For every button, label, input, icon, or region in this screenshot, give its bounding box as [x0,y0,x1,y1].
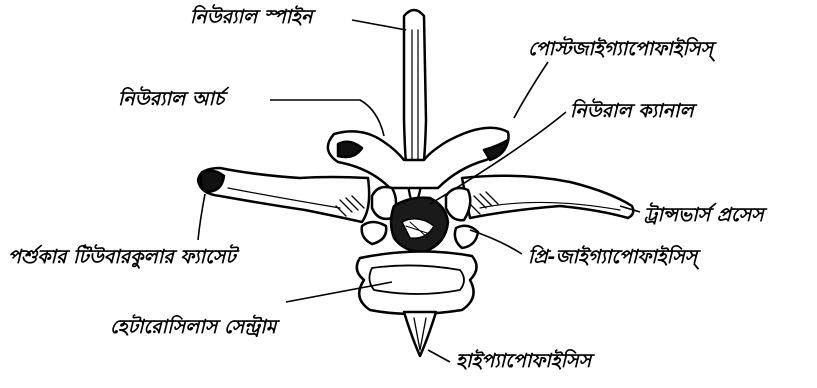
label-hypapophysis: হাইপ্যাপোফাইসিস [456,352,591,371]
leader-tubercular-facet [198,194,205,240]
label-rib-tubercular-facet: পর্শুকার টিউবারকুলার ফ্যাসেট [8,248,236,267]
right-transverse-process [462,176,633,218]
leader-neural-arch [270,100,384,136]
label-postzygapophysis: পোস্টজাইগ্যাপোফাইসিস্ [528,40,713,59]
leader-hypapophysis [428,350,450,362]
leader-neural-spine [352,20,406,30]
label-neural-spine: নিউর‍্যাল স্পাইন [190,8,312,27]
leader-postzygapophysis [514,62,548,118]
label-heterocoelous-centrum: হেটারোসিলাস সেন্ট্রাম [110,318,276,337]
label-prezygapophysis: প্রি-জাইগ্যাপোফাইসিস্ [528,248,697,267]
label-neural-canal: নিউরাল ক্যানাল [570,102,694,121]
label-transverse-process: ট্রান্সভার্স প্রসেস [644,206,764,225]
label-neural-arch: নিউর‍্যাল আর্চ [118,90,224,109]
